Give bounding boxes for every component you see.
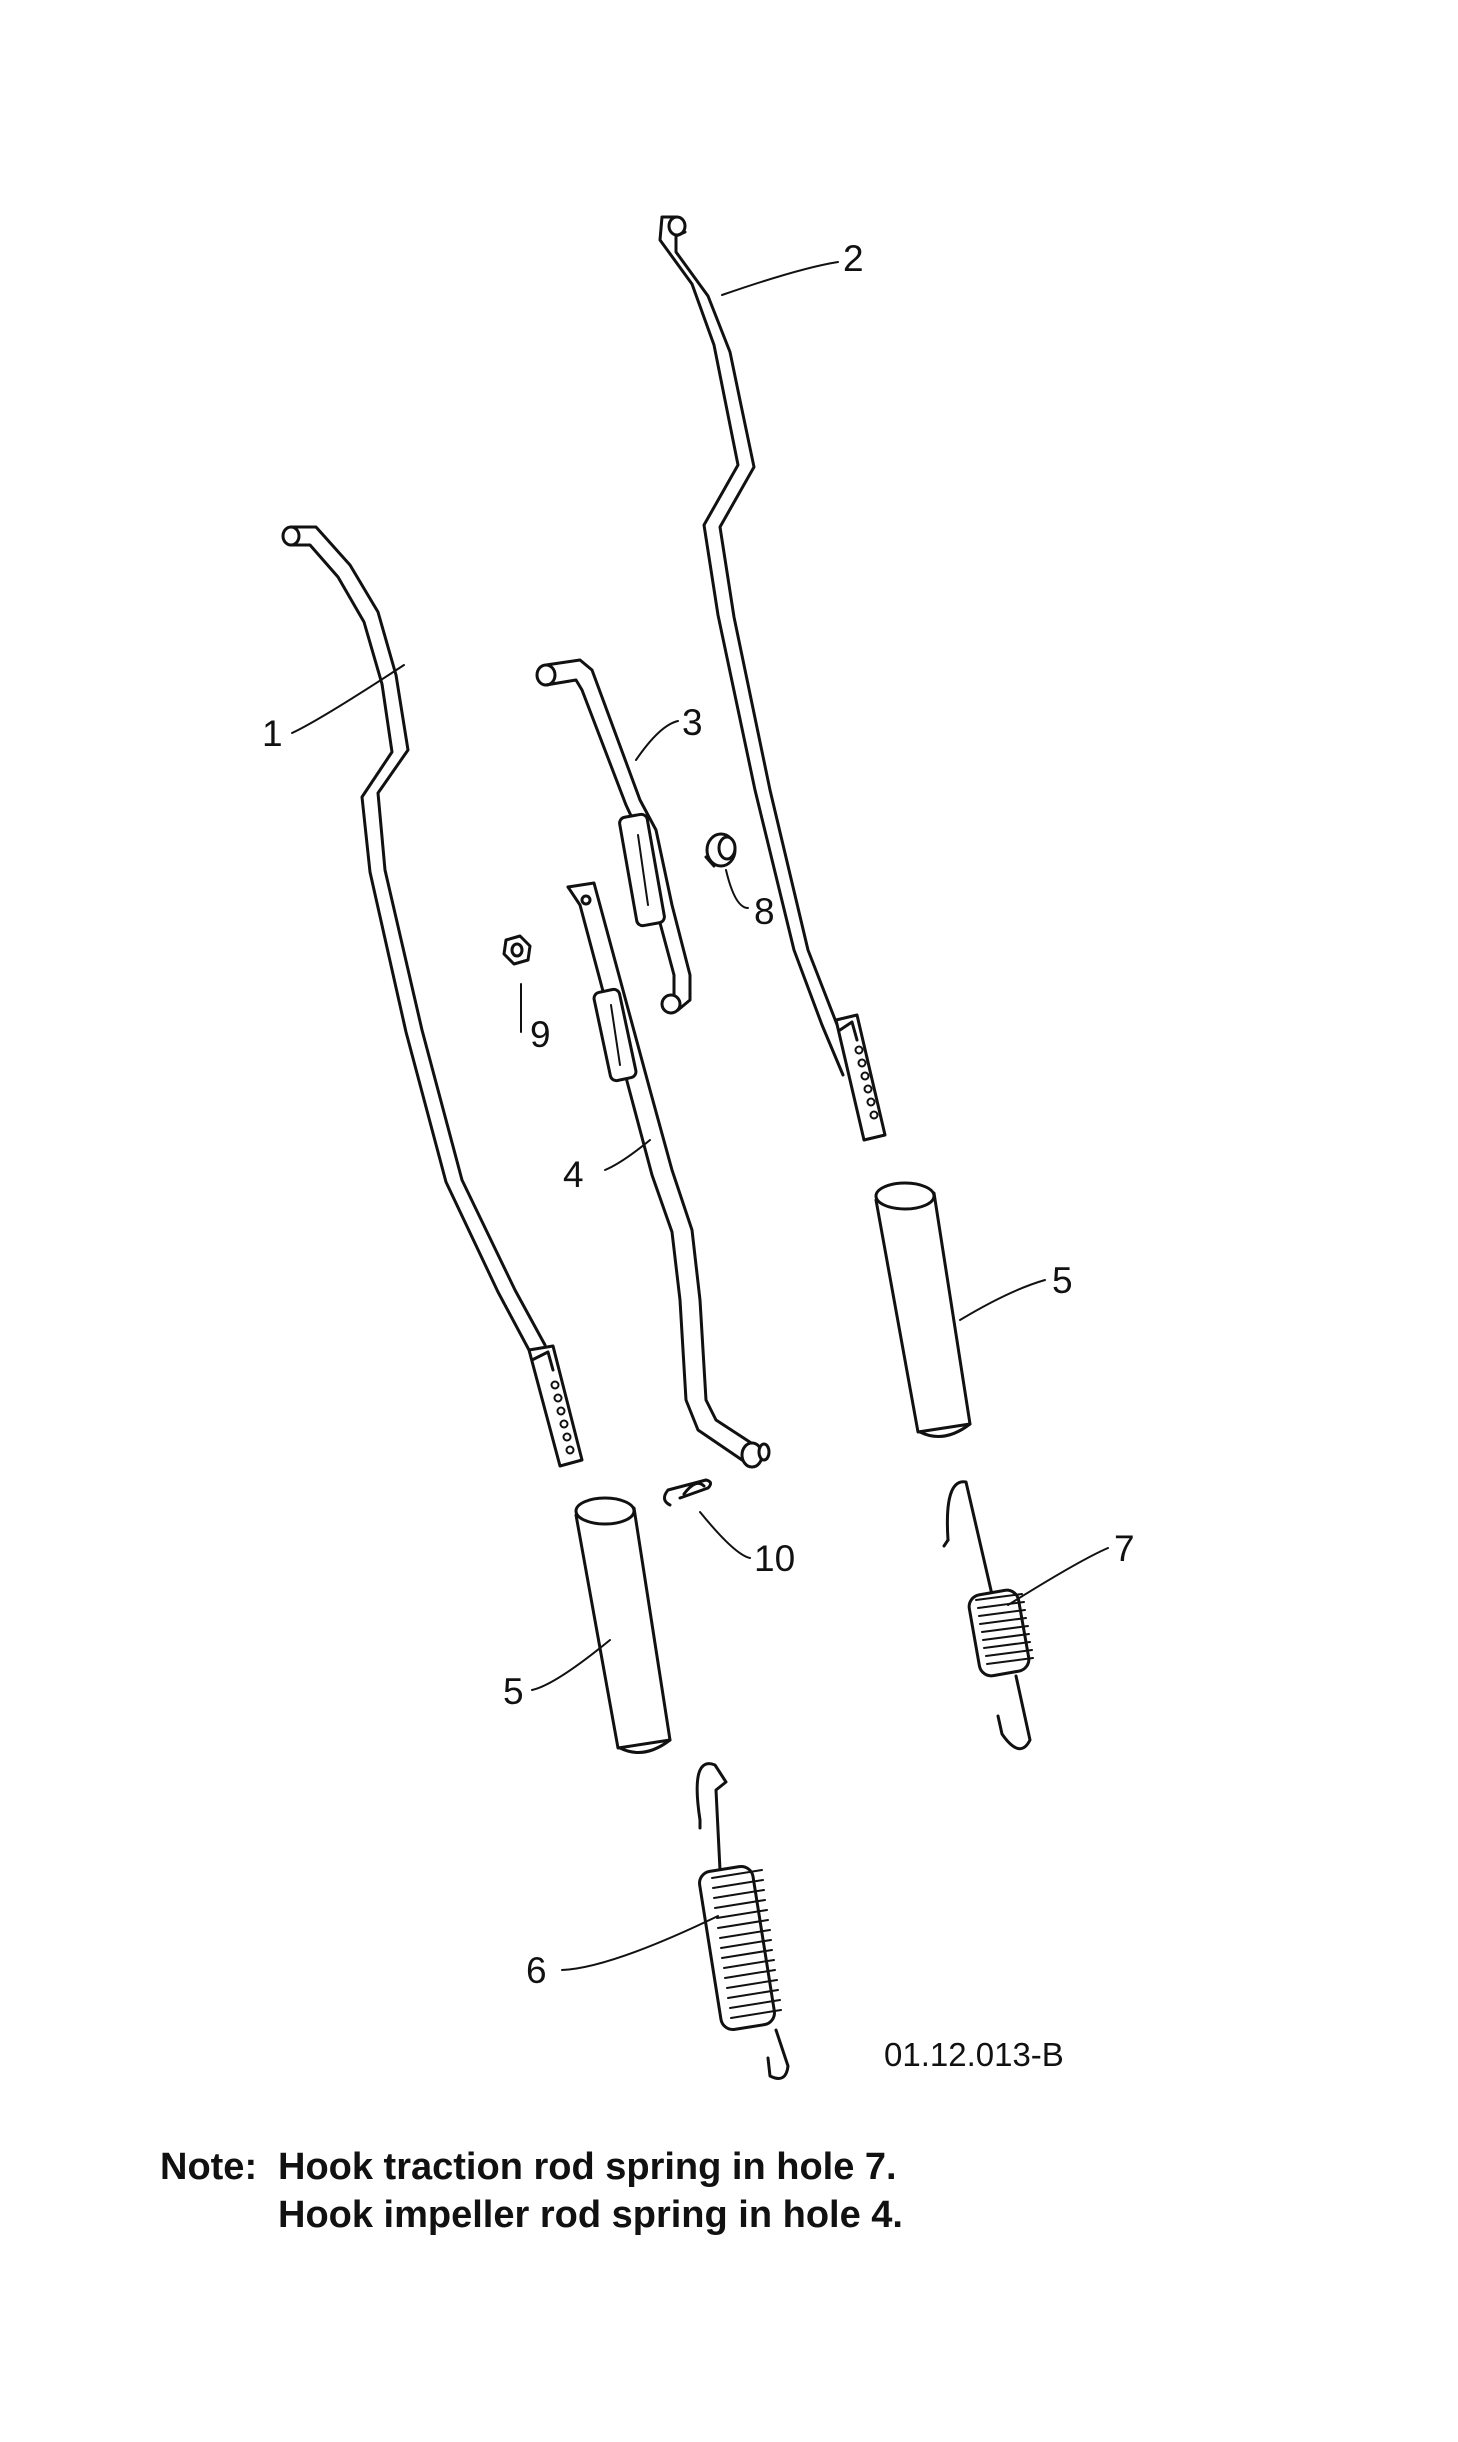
callout-5-right: 5	[1052, 1260, 1073, 1301]
note-line-1: Hook traction rod spring in hole 7.	[278, 2146, 897, 2188]
grip-sleeve-right	[874, 1181, 972, 1438]
impeller-spring	[942, 1480, 1034, 1751]
note-label: Note:	[160, 2146, 258, 2188]
callout-9: 9	[530, 1014, 551, 1055]
lower-link-rod	[566, 881, 771, 1469]
assembly-note: Note: Hook traction rod spring in hole 7…	[160, 2144, 903, 2239]
impeller-rod	[658, 215, 887, 1142]
traction-rod	[281, 525, 584, 1468]
drawing-code: 01.12.013-B	[884, 2036, 1064, 2073]
shoulder-bolt	[704, 832, 737, 868]
callout-6: 6	[526, 1950, 547, 1991]
callout-4: 4	[563, 1154, 584, 1195]
callout-10: 10	[754, 1538, 796, 1579]
note-line-2: Hook impeller rod spring in hole 4.	[278, 2193, 903, 2236]
callout-5-left: 5	[503, 1671, 524, 1712]
callout-2: 2	[843, 238, 864, 279]
grip-sleeve-left	[574, 1496, 672, 1754]
upper-link-rod	[535, 658, 692, 1015]
traction-spring	[695, 1762, 790, 2080]
callout-3: 3	[682, 702, 703, 743]
callout-1: 1	[262, 713, 283, 754]
callout-7: 7	[1114, 1528, 1135, 1569]
hairpin-clip	[663, 1478, 713, 1507]
leader-lines	[291, 261, 1109, 1971]
callout-8: 8	[754, 891, 775, 932]
lock-nut	[502, 934, 532, 966]
